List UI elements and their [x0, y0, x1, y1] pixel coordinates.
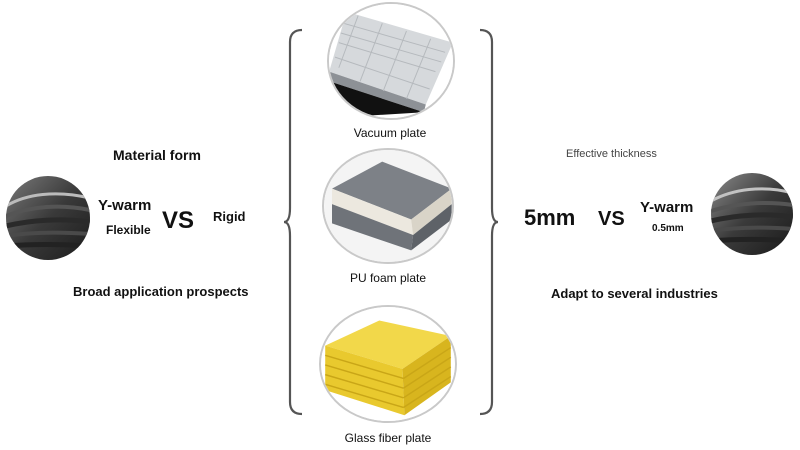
rigid-label: Rigid	[213, 209, 246, 224]
left-brace	[283, 28, 303, 416]
adapt-industries-text: Adapt to several industries	[551, 286, 718, 301]
right-brand-label: Y-warm	[640, 199, 694, 216]
right-vs-label: VS	[598, 208, 625, 230]
vacuum-plate-image	[327, 2, 455, 120]
left-vs-label: VS	[162, 207, 195, 234]
glass-fiber-plate-label: Glass fiber plate	[344, 431, 432, 445]
pu-foam-plate-label: PU foam plate	[349, 271, 427, 285]
effective-thickness-heading: Effective thickness	[566, 148, 657, 160]
pu-foam-plate-image	[322, 148, 454, 264]
left-brand-sub: Flexible	[106, 223, 151, 237]
glass-fiber-plate-image	[319, 305, 457, 423]
right-brace	[479, 28, 499, 416]
right-material-photo	[711, 173, 793, 255]
vacuum-plate-label: Vacuum plate	[353, 126, 427, 140]
left-material-photo	[6, 176, 90, 260]
material-form-heading: Material form	[113, 147, 201, 163]
left-brand-label: Y-warm	[98, 197, 152, 214]
right-brand-sub: 0.5mm	[652, 223, 684, 234]
thickness-5mm-label: 5mm	[524, 205, 576, 230]
broad-application-text: Broad application prospects	[73, 284, 249, 299]
